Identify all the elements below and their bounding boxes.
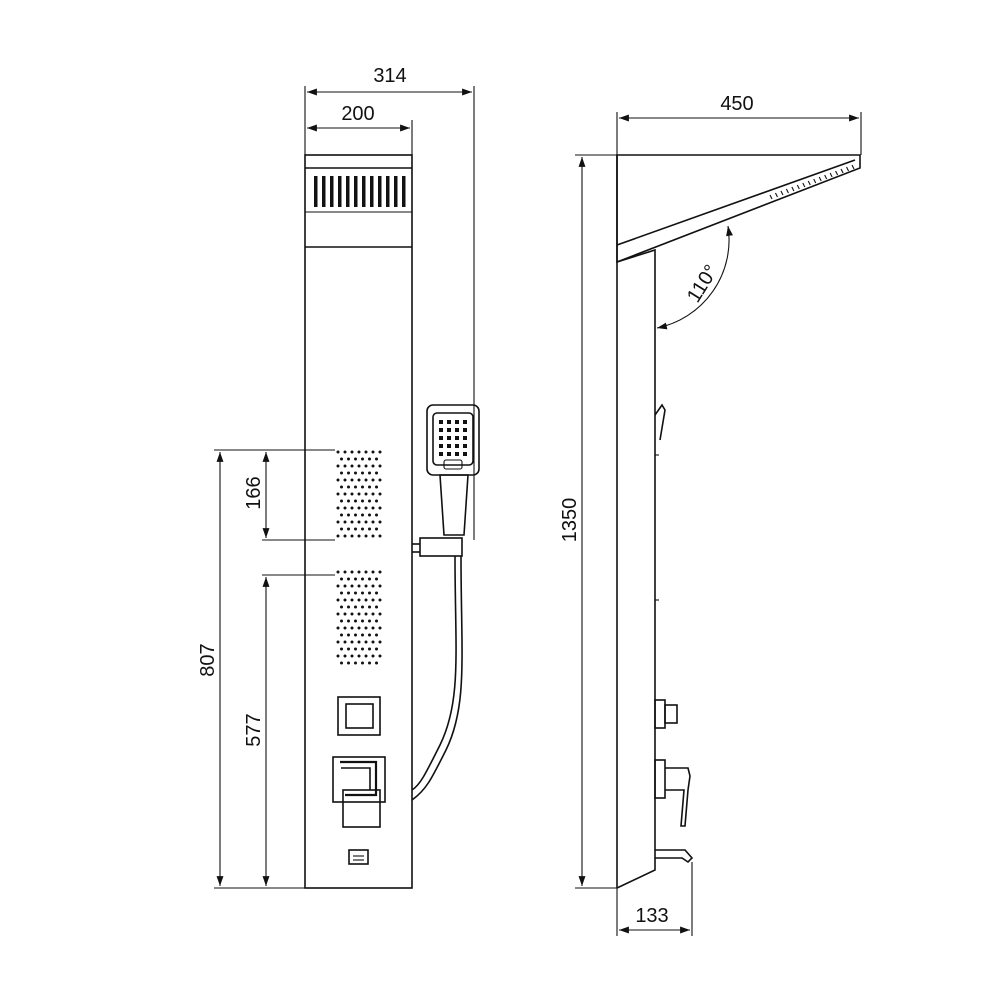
dim-label-166: 166 [243, 476, 265, 509]
dim-label-807: 807 [197, 643, 219, 676]
mixer-handle [332, 756, 386, 828]
side-panel-body [616, 248, 656, 889]
dim-front-width: 314 [304, 65, 475, 540]
dim-base-depth: 133 [616, 862, 693, 936]
dim-label-1350: 1350 [559, 498, 581, 543]
body-jet-dots-lower [336, 570, 382, 665]
side-view: 110° 450 1350 133 [559, 93, 862, 936]
hand-shower [411, 404, 480, 801]
body-jet-dots-upper [336, 450, 382, 538]
angle-indicator: 110° [656, 225, 733, 330]
dim-label-577: 577 [243, 713, 265, 746]
side-handle [654, 759, 691, 827]
dim-lower-height: 807 [197, 449, 305, 889]
diverter-knob [337, 696, 381, 736]
side-spout [655, 849, 694, 864]
front-view: 314 200 166 807 577 [197, 65, 480, 889]
dim-label-200: 200 [341, 103, 374, 125]
dim-side-depth: 450 [616, 93, 862, 155]
dim-panel-width: 200 [307, 103, 413, 155]
front-panel-body [304, 154, 413, 889]
dim-label-133: 133 [635, 905, 668, 927]
side-body-jets [654, 403, 666, 601]
dim-label-314: 314 [373, 65, 406, 87]
dim-label-angle: 110° [683, 261, 723, 306]
dim-jet-height: 166 [243, 449, 335, 541]
dim-spout-height: 577 [243, 574, 335, 886]
side-head-arm [616, 154, 861, 264]
dim-label-450: 450 [720, 93, 753, 115]
bath-spout [348, 849, 369, 865]
rain-head-slots [305, 176, 412, 213]
dim-total-height: 1350 [559, 154, 617, 889]
side-knob [654, 699, 678, 729]
